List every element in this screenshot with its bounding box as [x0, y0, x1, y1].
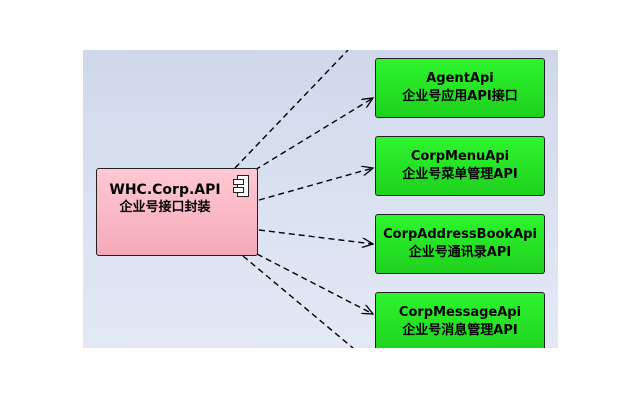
node-description: 企业号应用API接口: [402, 89, 518, 104]
node-corpaddressbookapi[interactable]: CorpAddressBookApi 企业号通讯录API: [375, 214, 545, 274]
edge-offscreen-bottom: [242, 255, 354, 348]
edge-to-agentapi: [254, 98, 373, 171]
edge-offscreen-top: [234, 50, 349, 169]
component-name: WHC.Corp.API: [109, 182, 221, 198]
edge-to-corpmessageapi: [256, 253, 373, 314]
uml-component-icon: [233, 175, 249, 197]
node-name: CorpMenuApi: [410, 149, 510, 164]
node-description: 企业号消息管理API: [402, 323, 518, 338]
node-description: 企业号通讯录API: [408, 245, 512, 260]
component-description: 企业号接口封装: [119, 200, 211, 215]
node-name: CorpMessageApi: [398, 305, 522, 320]
edge-to-corpmenuapi: [258, 168, 373, 201]
node-corpmessageapi[interactable]: CorpMessageApi 企业号消息管理API: [375, 292, 545, 348]
node-agentapi[interactable]: AgentApi 企业号应用API接口: [375, 58, 545, 118]
edge-to-corpaddressbookapi: [258, 229, 373, 244]
component-whc-corp-api[interactable]: WHC.Corp.API 企业号接口封装: [96, 168, 258, 256]
node-name: AgentApi: [426, 71, 494, 86]
node-description: 企业号菜单管理API: [402, 167, 518, 182]
node-corpmenuapi[interactable]: CorpMenuApi 企业号菜单管理API: [375, 136, 545, 196]
dependency-edges: [234, 50, 558, 348]
node-name: CorpAddressBookApi: [383, 227, 537, 242]
diagram-canvas: WHC.Corp.API 企业号接口封装 AgentApi 企业号应用API接口…: [83, 50, 558, 348]
